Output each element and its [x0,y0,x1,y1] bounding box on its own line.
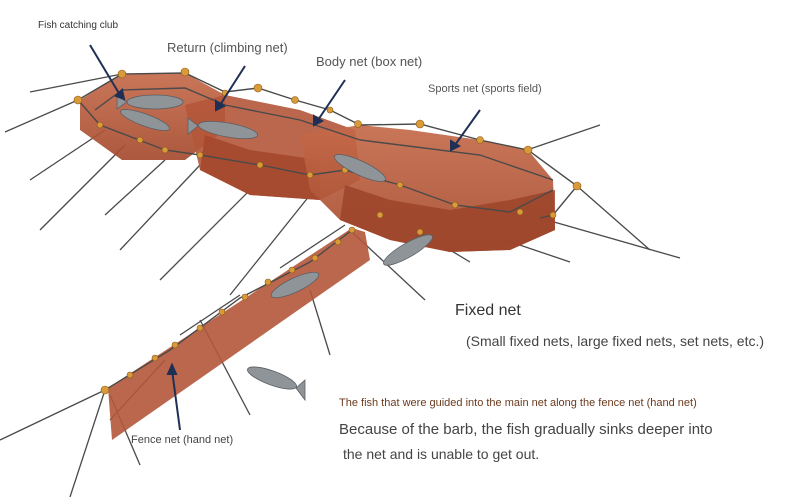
label-guided-fish: The fish that were guided into the main … [339,397,697,409]
label-return-net: Return (climbing net) [167,40,288,55]
label-barb-line-2: the net and is unable to get out. [343,446,540,462]
float-buoy-icon [73,67,582,395]
pointer-arrow-icon [89,44,481,431]
fence-net [108,228,370,440]
label-fixed-net-types: (Small fixed nets, large fixed nets, set… [466,333,765,349]
label-fixed-net: Fixed net [455,302,521,319]
label-fence-net: Fence net (hand net) [131,434,234,446]
sports-net [300,125,555,252]
label-barb-line-1: Because of the barb, the fish gradually … [339,421,713,438]
label-sports-net: Sports net (sports field) [428,83,542,95]
label-fish-catching-club: Fish catching club [38,20,119,31]
label-body-net: Body net (box net) [316,54,423,69]
fish-icon [116,94,433,402]
